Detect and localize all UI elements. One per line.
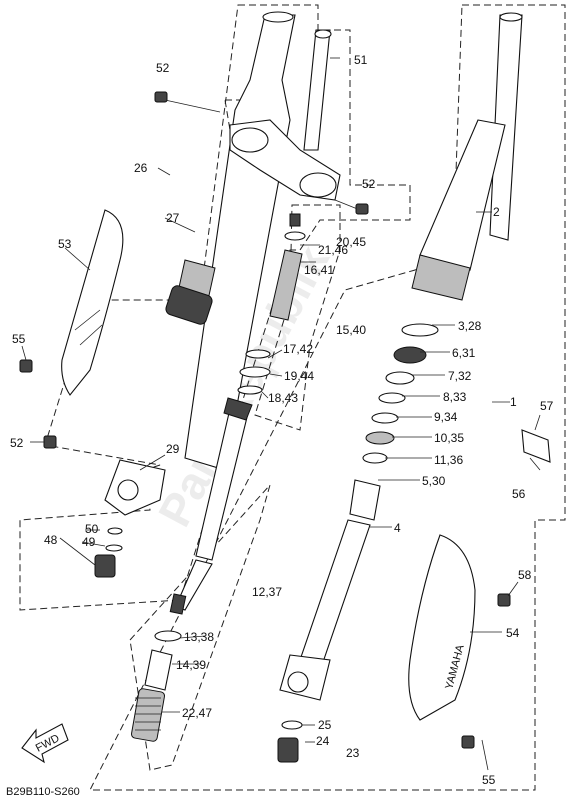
callout-16-41: 16,41 [304, 263, 334, 277]
callout-58: 58 [518, 568, 532, 582]
washer-8 [378, 392, 406, 404]
callout-18-43: 18,43 [268, 391, 298, 405]
callout-25: 25 [318, 718, 332, 732]
left-tube-top [262, 11, 294, 23]
diagram-code: B29B110-S260 [6, 786, 80, 798]
callout-11-36: 11,36 [434, 453, 463, 467]
guard-bolt-58 [497, 593, 511, 607]
callout-52-left: 52 [10, 436, 24, 450]
seal-6 [393, 346, 427, 364]
cartridge-boundary [254, 204, 341, 431]
drain-bolt [277, 737, 299, 763]
callout-4: 4 [394, 521, 401, 535]
right-fork-guard: YAMAHA [408, 534, 476, 721]
bushing-9 [371, 412, 399, 424]
cartridge-bolt [289, 213, 301, 227]
callout-23: 23 [346, 746, 360, 760]
oring-25 [281, 720, 303, 730]
callout-51: 51 [354, 53, 368, 67]
ring-18 [237, 385, 263, 395]
cartridge-oring [284, 231, 306, 241]
right-inner-tube [299, 519, 371, 666]
callout-2: 2 [493, 205, 500, 219]
bleed-bolt [94, 554, 116, 578]
bushing-11 [362, 452, 388, 464]
steering-stem [303, 29, 331, 151]
callout-50: 50 [85, 522, 99, 536]
rod-cap [223, 397, 253, 421]
callout-24: 24 [316, 734, 330, 748]
callout-56: 56 [512, 487, 526, 501]
callout-14-39: 14,39 [176, 658, 206, 672]
callout-13-38: 13,38 [184, 630, 214, 644]
pinch-bolt-top [154, 91, 221, 113]
callout-26: 26 [134, 161, 148, 175]
right-fork-band [411, 254, 471, 301]
callout-54: 54 [506, 626, 520, 640]
small-washer [105, 544, 123, 552]
callout-1: 1 [510, 395, 517, 409]
fwd-arrow-icon: FWD [21, 723, 69, 764]
callout-5-30: 5,30 [422, 474, 446, 488]
callout-6-31: 6,31 [452, 346, 476, 360]
cartridge-valve [269, 249, 303, 321]
guard-bolt-55b [461, 735, 475, 749]
left-axle-hole [117, 479, 139, 501]
callout-8-33: 8,33 [443, 390, 467, 404]
rod-oring [154, 630, 182, 642]
base-valve [144, 649, 173, 691]
callout-20-45: 20,45 [336, 235, 366, 249]
callout-17-42: 17,42 [283, 342, 313, 356]
rod-nut [169, 593, 187, 615]
left-cartridge [130, 213, 306, 742]
left-fork-guard [61, 209, 124, 396]
callout-7-32: 7,32 [448, 369, 472, 383]
ring-19 [239, 366, 271, 378]
callout-15-40: 15,40 [336, 323, 366, 337]
right-tube-top [499, 12, 523, 22]
callouts: 51 52 26 52 2 27 20,45 53 21,46 16,41 3,… [10, 53, 554, 787]
guard-bolt-55a [19, 359, 33, 373]
callout-29: 29 [166, 442, 180, 456]
bracket-clamp-left [231, 127, 269, 153]
callout-55-left: 55 [12, 332, 26, 346]
pinch-bolt-right [334, 199, 369, 215]
leader-lines [21, 57, 541, 771]
bushing-10 [365, 431, 395, 445]
bracket-clamp-right [299, 172, 337, 198]
callout-10-35: 10,35 [434, 431, 464, 445]
callout-49: 49 [82, 535, 96, 549]
callout-48: 48 [44, 533, 58, 547]
callout-53: 53 [58, 237, 72, 251]
callout-3-28: 3,28 [458, 319, 482, 333]
callout-57: 57 [540, 399, 554, 413]
damper-boundary [129, 484, 271, 771]
ring-17 [245, 349, 271, 359]
callout-12-37: 12,37 [252, 585, 282, 599]
left-dust-seal [165, 285, 213, 325]
small-oring [107, 527, 123, 535]
callout-27: 27 [166, 211, 180, 225]
hose-clip [521, 429, 551, 463]
slide-5 [349, 479, 381, 521]
callout-55-right: 55 [482, 773, 496, 787]
callout-52-right: 52 [362, 177, 376, 191]
callout-52-top: 52 [156, 61, 170, 75]
callout-21-46: 21,46 [318, 243, 348, 257]
bolt-52-left [43, 435, 57, 449]
oil-seal-3 [401, 323, 439, 337]
right-axle-hole [287, 671, 309, 693]
stem-top [314, 29, 332, 39]
callout-22-47: 22,47 [182, 706, 212, 720]
callout-19-44: 19,44 [284, 369, 314, 383]
damper-spring [130, 688, 166, 742]
clip-7 [385, 371, 415, 385]
callout-9-34: 9,34 [434, 410, 458, 424]
right-fork-assembly [277, 12, 523, 763]
steering-stem-assembly [154, 29, 369, 215]
